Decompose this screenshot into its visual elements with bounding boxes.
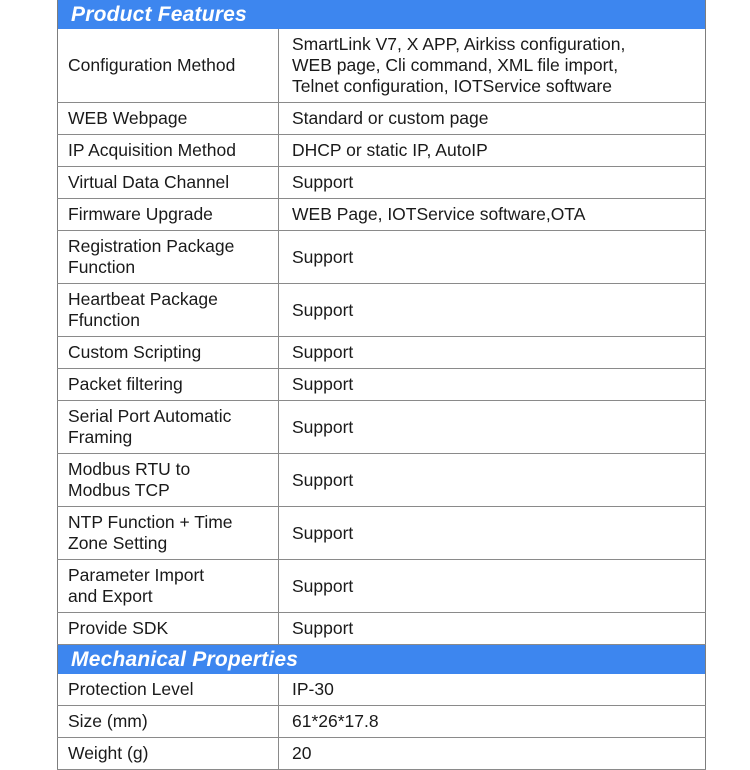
- spec-value-cell: Support: [278, 368, 706, 401]
- spec-value-text: Support: [292, 342, 354, 362]
- section-title: Product Features: [71, 3, 247, 26]
- table-row: Modbus RTU to Modbus TCP Support: [57, 453, 706, 507]
- table-row: Virtual Data Channel Support: [57, 166, 706, 199]
- spec-label-text: Serial Port Automatic Framing: [68, 406, 232, 447]
- spec-label-cell: Packet filtering: [57, 368, 279, 401]
- spec-value-text: Support: [292, 374, 354, 394]
- spec-value-text: DHCP or static IP, AutoIP: [292, 140, 488, 160]
- spec-label-text: Packet filtering: [68, 374, 183, 394]
- spec-label-cell: Weight (g): [57, 737, 279, 770]
- spec-label-text: Size (mm): [68, 711, 148, 731]
- spec-label-cell: Modbus RTU to Modbus TCP: [57, 453, 279, 507]
- spec-value-text: 61*26*17.8: [292, 711, 379, 731]
- spec-value-text: WEB Page, IOTService software,OTA: [292, 204, 586, 224]
- spec-value-text: Support: [292, 575, 354, 596]
- spec-label-text: IP Acquisition Method: [68, 140, 236, 160]
- spec-label-text: NTP Function + Time Zone Setting: [68, 512, 233, 553]
- spec-label-text: Heartbeat Package Ffunction: [68, 289, 218, 330]
- spec-value-cell: Support: [278, 453, 706, 507]
- spec-label-cell: NTP Function + Time Zone Setting: [57, 506, 279, 560]
- spec-value-cell: 61*26*17.8: [278, 705, 706, 738]
- spec-label-cell: Configuration Method: [57, 29, 279, 103]
- spec-value-text: Support: [292, 522, 354, 543]
- table-row: Packet filtering Support: [57, 368, 706, 401]
- section-header-cell: Product Features: [57, 0, 706, 29]
- spec-value-text: Support: [292, 299, 354, 320]
- spec-value-cell: Support: [278, 506, 706, 560]
- spec-label-cell: Custom Scripting: [57, 336, 279, 369]
- spec-label-cell: Provide SDK: [57, 612, 279, 645]
- spec-value-cell: Support: [278, 400, 706, 454]
- table-row: Protection Level IP-30: [57, 674, 706, 706]
- spec-label-text: Registration Package Function: [68, 236, 235, 277]
- spec-value-text: 20: [292, 743, 312, 763]
- spec-value-cell: Support: [278, 559, 706, 613]
- spec-value-cell: Support: [278, 336, 706, 369]
- table-row: Custom Scripting Support: [57, 336, 706, 369]
- spec-label-text: Modbus RTU to Modbus TCP: [68, 459, 191, 500]
- table-row: NTP Function + Time Zone Setting Support: [57, 506, 706, 560]
- spec-label-text: Virtual Data Channel: [68, 172, 230, 192]
- table-row: Weight (g) 20: [57, 737, 706, 770]
- spec-value-cell: IP-30: [278, 674, 706, 706]
- spec-label-cell: Serial Port Automatic Framing: [57, 400, 279, 454]
- spec-label-text: Configuration Method: [68, 55, 236, 75]
- spec-label-text: Firmware Upgrade: [68, 204, 213, 224]
- spec-value-text: Standard or custom page: [292, 108, 489, 128]
- table-row: Size (mm) 61*26*17.8: [57, 705, 706, 738]
- spec-label-text: Weight (g): [68, 743, 149, 763]
- table-row: WEB Webpage Standard or custom page: [57, 102, 706, 135]
- spec-label-text: Protection Level: [68, 679, 194, 699]
- spec-value-cell: Support: [278, 283, 706, 337]
- spec-label-cell: Firmware Upgrade: [57, 198, 279, 231]
- spec-value-text: Support: [292, 246, 354, 267]
- spec-label-cell: Virtual Data Channel: [57, 166, 279, 199]
- spec-value-text: Support: [292, 172, 354, 192]
- spec-value-cell: Support: [278, 166, 706, 199]
- spec-label-cell: Heartbeat Package Ffunction: [57, 283, 279, 337]
- spec-value-cell: Support: [278, 612, 706, 645]
- spec-label-text: Provide SDK: [68, 618, 169, 638]
- spec-label-cell: WEB Webpage: [57, 102, 279, 135]
- table-row: IP Acquisition Method DHCP or static IP, …: [57, 134, 706, 167]
- table-row: Serial Port Automatic Framing Support: [57, 400, 706, 454]
- section-header-cell: Mechanical Properties: [57, 644, 706, 674]
- table-row: Firmware Upgrade WEB Page, IOTService sof…: [57, 198, 706, 231]
- spec-value-cell: Standard or custom page: [278, 102, 706, 135]
- spec-label-cell: Size (mm): [57, 705, 279, 738]
- spec-value-cell: DHCP or static IP, AutoIP: [278, 134, 706, 167]
- section-title: Mechanical Properties: [71, 648, 299, 671]
- section-header-row: Product Features: [57, 0, 706, 29]
- table-row: Parameter Import and Export Support: [57, 559, 706, 613]
- spec-label-text: Parameter Import and Export: [68, 565, 205, 606]
- spec-value-text: IP-30: [292, 679, 334, 699]
- table-row: Provide SDK Support: [57, 612, 706, 645]
- spec-value-cell: 20: [278, 737, 706, 770]
- spec-value-text: Support: [292, 618, 354, 638]
- spec-value-cell: Support: [278, 230, 706, 284]
- spec-label-cell: Protection Level: [57, 674, 279, 706]
- section-header-row: Mechanical Properties: [57, 644, 706, 674]
- spec-label-cell: Registration Package Function: [57, 230, 279, 284]
- spec-label-cell: IP Acquisition Method: [57, 134, 279, 167]
- table-row: Registration Package Function Support: [57, 230, 706, 284]
- spec-value-cell: WEB Page, IOTService software,OTA: [278, 198, 706, 231]
- spec-value-text: Support: [292, 416, 354, 437]
- table-row: Heartbeat Package Ffunction Support: [57, 283, 706, 337]
- spec-label-text: WEB Webpage: [68, 108, 188, 128]
- spec-value-cell: SmartLink V7, X APP, Airkiss configurati…: [278, 29, 706, 103]
- spec-label-text: Custom Scripting: [68, 342, 202, 362]
- table-row: Configuration Method SmartLink V7, X APP,…: [57, 29, 706, 103]
- spec-value-text: Support: [292, 469, 354, 490]
- spec-label-cell: Parameter Import and Export: [57, 559, 279, 613]
- spec-value-text: SmartLink V7, X APP, Airkiss configurati…: [292, 34, 626, 96]
